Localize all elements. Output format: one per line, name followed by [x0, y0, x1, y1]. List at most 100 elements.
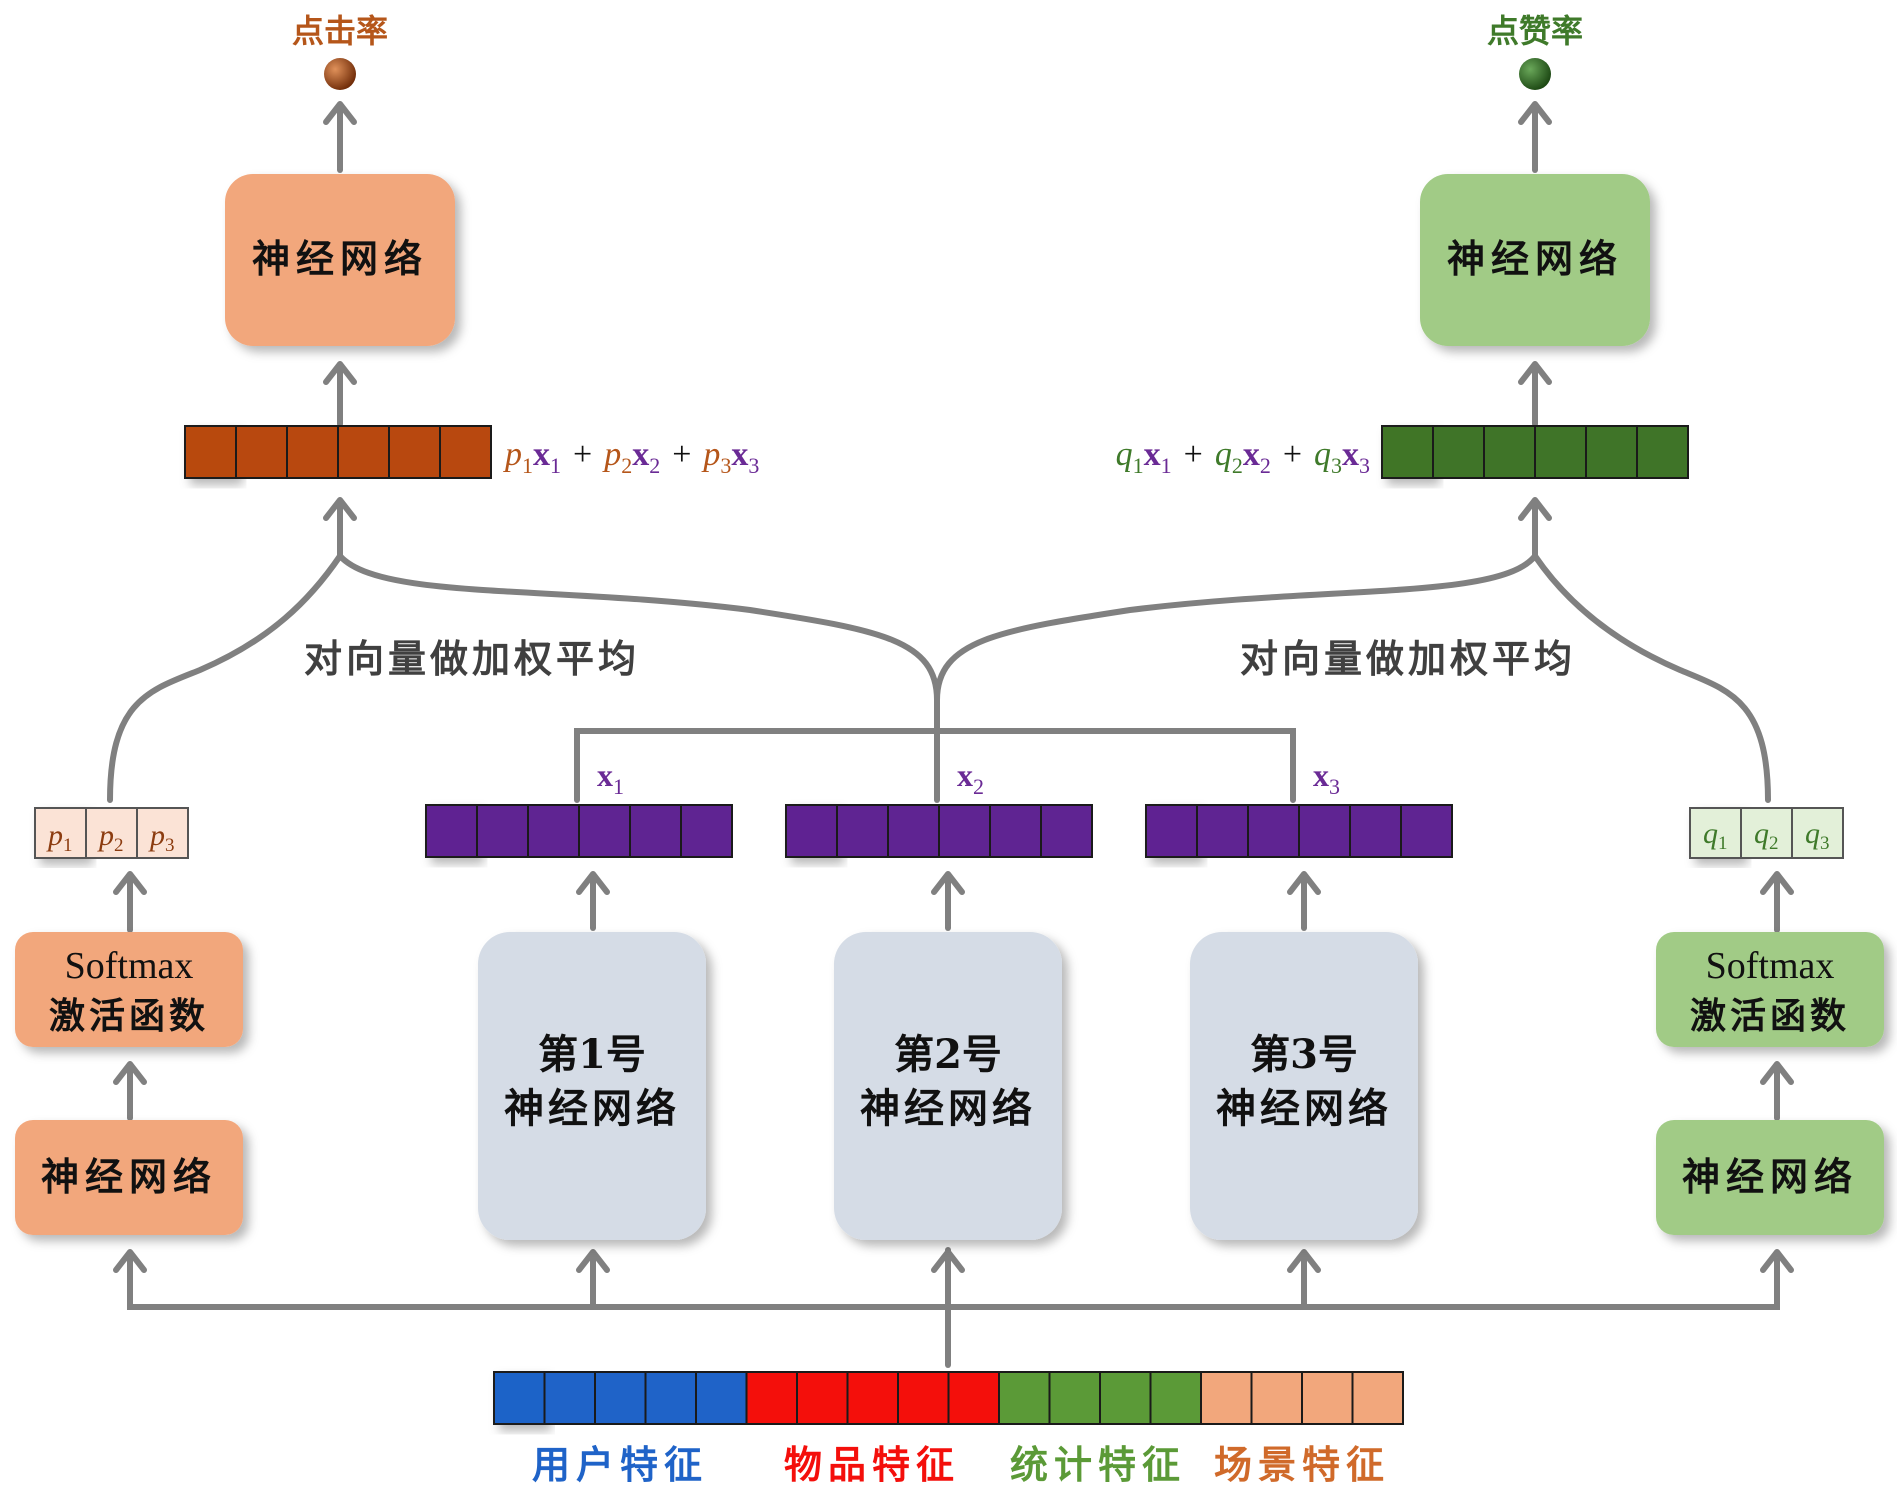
left-formula-x3-sub: 3 [748, 453, 759, 478]
expert-vector-3 [1145, 804, 1453, 858]
right-gate-net: 神经网络 [1656, 1120, 1884, 1235]
arrow-left-net [323, 361, 357, 385]
right-formula-x2: x [1243, 436, 1260, 473]
arrow-x1 [576, 871, 610, 895]
arrow-right-output [1518, 101, 1552, 125]
right-combined-cell-6 [1636, 425, 1689, 479]
x1-vector-cell-3 [527, 804, 580, 858]
stat-feature-label: 统计特征 [1010, 1442, 1186, 1487]
left-weighted-average-label: 对向量做加权平均 [304, 636, 640, 681]
left-formula-p1: p [503, 436, 522, 473]
feature-cell-6 [745, 1371, 798, 1425]
right-formula-q1: q [1116, 436, 1133, 473]
expert-vector-2 [785, 804, 1093, 858]
left-formula-p1-sub: 1 [522, 453, 533, 478]
right-vectors-curve [934, 553, 1538, 703]
feature-cell-10 [947, 1371, 1000, 1425]
feature-cell-3 [594, 1371, 647, 1425]
x3-vector-cell-2 [1196, 804, 1249, 858]
left-weight-p1: p1 [46, 819, 73, 856]
x1-vector-cell-1 [425, 804, 478, 858]
right-weight-q2: q2 [1754, 817, 1779, 854]
scene-feature-label: 场景特征 [1214, 1442, 1390, 1487]
right-combined-cell-1 [1381, 425, 1434, 479]
x2-vector-cell-3 [887, 804, 940, 858]
feature-cell-7 [796, 1371, 849, 1425]
arrow-left-vector [323, 497, 357, 521]
arrow-expert1 [576, 1249, 610, 1273]
left-formula-p2: p [602, 436, 621, 473]
expert-net-3: 第3号 神经网络 [1190, 932, 1418, 1240]
right-combined-vector [1381, 425, 1689, 479]
connector-lines [107, 107, 1780, 1368]
left-weight-curve [107, 553, 343, 803]
right-combined-cell-4 [1534, 425, 1587, 479]
user-feature-label: 用户特征 [532, 1442, 708, 1487]
left-softmax-box: Softmax 激活函数 [15, 932, 243, 1047]
left-formula-x2: x [632, 436, 649, 473]
right-formula-q3-sub: 3 [1331, 453, 1342, 478]
left-weight-p3: p3 [148, 819, 175, 856]
feature-cell-4 [644, 1371, 697, 1425]
right-formula-x3-sub: 3 [1359, 453, 1370, 478]
left-combined-cell-2 [235, 425, 288, 479]
left-tower-net-label: 神经网络 [252, 236, 428, 281]
arrow-left-output [323, 101, 357, 125]
x2-vector-cell-1 [785, 804, 838, 858]
arrow-right-weights [1760, 871, 1794, 895]
left-softmax-title: Softmax [65, 945, 194, 987]
left-vectors-curve [337, 553, 940, 703]
expert-net-1-title: 第1号 [538, 1031, 646, 1078]
feature-cell-11 [998, 1371, 1051, 1425]
right-formula-x2-sub: 2 [1260, 453, 1271, 478]
right-softmax-subtitle: 激活函数 [1690, 995, 1850, 1037]
x1-label: x1 [597, 757, 624, 799]
left-formula-p3: p [701, 436, 720, 473]
left-formula-plus2: + [672, 436, 691, 473]
like-rate-label: 点赞率 [1487, 12, 1583, 50]
feature-cell-16 [1250, 1371, 1303, 1425]
x2-label: x2 [957, 757, 984, 799]
right-formula-q1-sub: 1 [1133, 453, 1144, 478]
left-combined-cell-4 [337, 425, 390, 479]
expert-net-3-title: 第3号 [1250, 1031, 1358, 1078]
feature-vector [493, 1371, 1404, 1425]
x1-vector-cell-5 [629, 804, 682, 858]
right-formula-q2-sub: 2 [1232, 453, 1243, 478]
left-formula-x3: x [731, 436, 748, 473]
left-formula-p2-sub: 2 [621, 453, 632, 478]
like-rate-node [1519, 58, 1551, 90]
x3-vector-cell-5 [1349, 804, 1402, 858]
feature-cell-15 [1200, 1371, 1253, 1425]
click-rate-node [324, 58, 356, 90]
feature-cell-1 [493, 1371, 546, 1425]
arrow-left-weights [113, 871, 147, 895]
left-combined-cell-3 [286, 425, 339, 479]
left-formula-plus1: + [573, 436, 592, 473]
left-softmax-subtitle: 激活函数 [49, 995, 209, 1037]
right-combined-cell-2 [1432, 425, 1485, 479]
x3-label: x3 [1313, 757, 1340, 799]
arrow-expert2 [931, 1249, 965, 1273]
feature-cell-13 [1099, 1371, 1152, 1425]
feature-cell-14 [1149, 1371, 1202, 1425]
x3-label-sub: 3 [1329, 774, 1340, 799]
expert-net-1-subtitle: 神经网络 [504, 1085, 680, 1132]
x3-vector-cell-1 [1145, 804, 1198, 858]
x1-label-sub: 1 [613, 774, 624, 799]
x2-label-var: x [957, 757, 973, 793]
feature-distribution-line [127, 1257, 1780, 1310]
right-formula-plus2: + [1283, 436, 1302, 473]
left-combined-cell-1 [184, 425, 237, 479]
feature-cell-18 [1351, 1371, 1404, 1425]
left-formula-x1: x [533, 436, 550, 473]
arrow-right-softmax [1760, 1061, 1794, 1085]
right-combined-cell-5 [1585, 425, 1638, 479]
left-formula-x1-sub: 1 [550, 453, 561, 478]
left-output: 点击率 [292, 12, 388, 90]
arrow-right-gate-net [1760, 1249, 1794, 1273]
x3-vector-cell-4 [1298, 804, 1351, 858]
right-output: 点赞率 [1487, 12, 1583, 90]
right-weight-q1: q1 [1703, 817, 1728, 854]
